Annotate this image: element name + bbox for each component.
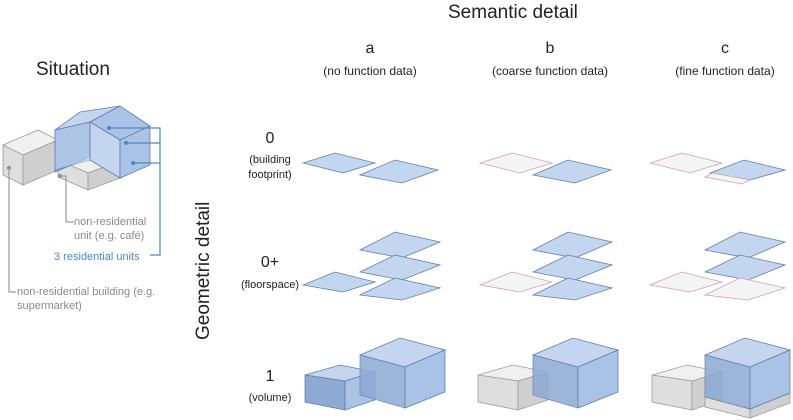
floorspace-c	[648, 231, 787, 301]
situation-title: Situation	[36, 59, 110, 80]
column-c-subtitle: (fine function data)	[675, 64, 775, 78]
label-non-residential-unit: non-residential unit (e.g. café)	[74, 216, 147, 242]
situation-building-illustration	[2, 105, 161, 293]
volume-c	[651, 337, 792, 419]
row-0-subtitle: (building footprint)	[248, 154, 292, 181]
floorspace-b	[478, 231, 614, 301]
semantic-detail-title: Semantic detail	[448, 2, 578, 23]
footprint-b	[478, 152, 613, 184]
label-non-residential-building: non-residential building (e.g. supermark…	[17, 286, 156, 312]
column-a-letter: a	[365, 40, 375, 57]
volume-a	[304, 337, 447, 411]
footprint-a	[301, 152, 440, 184]
row-2-level: 1	[265, 368, 275, 385]
row-1-subtitle: (floorspace)	[240, 279, 300, 291]
floorspace-a	[301, 231, 442, 301]
row-2-subtitle: (volume)	[248, 392, 292, 404]
row-0-level: 0	[265, 130, 275, 147]
column-c-letter: c	[721, 40, 729, 57]
column-b-letter: b	[545, 40, 555, 57]
footprint-c	[648, 152, 787, 185]
column-a-subtitle: (no function data)	[323, 64, 417, 78]
row-1-level: 0+	[260, 254, 280, 271]
volume-b	[477, 337, 620, 411]
column-b-subtitle: (coarse function data)	[491, 64, 609, 78]
label-residential-units: 3 residential units	[54, 251, 140, 263]
